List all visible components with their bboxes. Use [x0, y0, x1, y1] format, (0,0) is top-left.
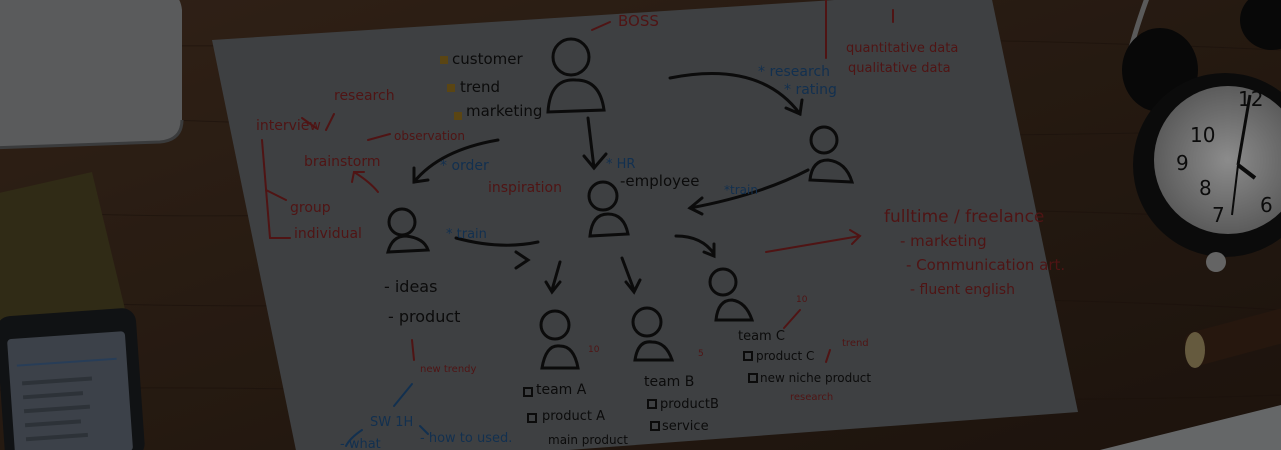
label-team-a: team A — [536, 382, 587, 398]
label-boss: BOSS — [618, 12, 659, 30]
label-how-to-used: - how to used. — [420, 431, 512, 446]
laptop — [0, 0, 184, 150]
sketch-figures — [386, 37, 855, 370]
label-fulltime: fulltime / freelance — [884, 207, 1044, 227]
laptop-corner — [1100, 405, 1281, 450]
sketch-labels: BOSS customer trend marketing research i… — [256, 12, 1065, 450]
label-ideas: - ideas — [384, 277, 437, 296]
label-qualitative: qualitative data — [848, 61, 951, 76]
label-new-niche: new niche product — [760, 371, 871, 385]
label-employee: -employee — [620, 172, 699, 190]
label-main-product: main product — [548, 433, 628, 447]
label-order: * order — [440, 158, 489, 174]
label-5: 5 — [698, 349, 704, 359]
label-research-top: research — [334, 88, 395, 104]
smartphone — [0, 308, 145, 450]
svg-text:7: 7 — [1212, 203, 1225, 227]
label-what: - what — [340, 437, 381, 450]
label-observation: observation — [394, 129, 465, 143]
svg-text:6: 6 — [1260, 193, 1273, 217]
label-product: - product — [388, 307, 460, 326]
label-marketing-req: - marketing — [900, 232, 987, 250]
legend-boxes — [440, 56, 462, 120]
label-marketing: marketing — [466, 102, 542, 120]
label-train-right: *train — [724, 183, 758, 197]
svg-text:10: 10 — [1190, 123, 1215, 147]
label-customer: customer — [452, 50, 523, 68]
label-quantitative: quantitative data — [846, 41, 958, 56]
svg-text:8: 8 — [1199, 176, 1212, 200]
label-brainstorm: brainstorm — [304, 154, 380, 170]
label-trend: trend — [460, 78, 500, 96]
label-rating: * rating — [784, 82, 837, 98]
label-research-small: research — [790, 392, 833, 403]
label-service: service — [662, 419, 709, 434]
label-10-a: 10 — [588, 345, 600, 355]
label-product-b: productB — [660, 397, 719, 412]
label-research-right: * research — [758, 64, 830, 80]
label-team-b: team B — [644, 374, 694, 390]
label-inspiration: inspiration — [488, 180, 562, 196]
alarm-clock: 10 8 7 6 12 9 — [1122, 0, 1281, 272]
label-fluent: - fluent english — [910, 282, 1015, 298]
label-individual: individual — [294, 226, 362, 242]
pen — [1184, 308, 1281, 368]
svg-text:9: 9 — [1176, 151, 1189, 175]
label-team-c: team C — [738, 329, 785, 344]
label-trend-small: trend — [842, 338, 869, 349]
label-product-a: product A — [542, 409, 605, 424]
label-train-left: * train — [446, 227, 487, 242]
label-hr: * HR — [606, 157, 635, 172]
red-annotations — [261, 0, 894, 363]
label-product-c: product C — [756, 349, 814, 363]
checkboxes — [523, 351, 758, 431]
blue-annotations — [345, 383, 429, 447]
label-10-c: 10 — [796, 295, 808, 305]
label-sw1h: SW 1H — [370, 415, 413, 430]
label-interview: interview — [256, 118, 321, 134]
label-communication: - Communication art. — [906, 256, 1065, 274]
label-group: group — [290, 200, 331, 216]
paper-sheet — [212, 0, 1078, 450]
label-new-trendy: new trendy — [420, 364, 476, 375]
